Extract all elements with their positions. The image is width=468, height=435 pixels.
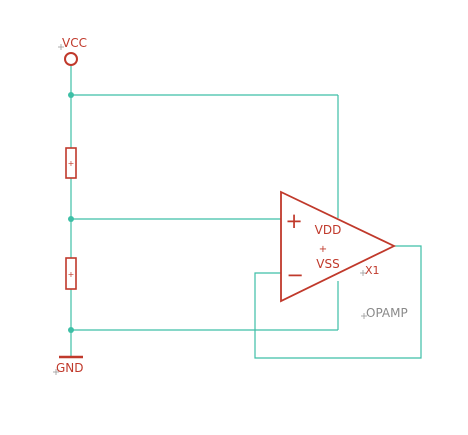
vcc-symbol: VCC bbox=[58, 36, 87, 66]
wire-feedback-loop bbox=[254, 245, 422, 359]
origin-mark bbox=[58, 44, 64, 50]
junction-dot bbox=[68, 327, 74, 333]
resistor-bottom-mark: + bbox=[68, 270, 75, 279]
gnd-symbol: GND bbox=[53, 355, 84, 375]
resistor-top-mark: + bbox=[68, 159, 75, 168]
wires bbox=[70, 65, 422, 359]
opamp-minus-sign: − bbox=[286, 263, 304, 287]
origin-mark bbox=[361, 313, 367, 319]
gnd-label: GND bbox=[56, 361, 84, 375]
opamp-center-plus: + bbox=[319, 244, 327, 255]
junctions bbox=[68, 92, 74, 333]
resistor-bottom-body bbox=[65, 257, 77, 290]
opamp: + − VDD + VSS X1 OPAMP bbox=[280, 190, 408, 320]
resistor-top: + bbox=[65, 147, 77, 179]
opamp-plus-sign: + bbox=[285, 209, 303, 233]
opamp-triangle bbox=[280, 190, 397, 303]
junction-dot bbox=[68, 92, 74, 98]
opamp-value-label: OPAMP bbox=[366, 306, 408, 320]
origin-mark bbox=[53, 369, 59, 375]
vcc-terminal-circle bbox=[64, 52, 78, 66]
junction-dot bbox=[68, 216, 74, 222]
opamp-vdd-label: VDD bbox=[315, 223, 342, 237]
resistor-top-body bbox=[65, 147, 77, 179]
opamp-vss-label: VSS bbox=[316, 257, 339, 271]
origin-mark bbox=[360, 270, 366, 276]
opamp-name-label: X1 bbox=[365, 264, 380, 277]
resistor-bottom: + bbox=[65, 257, 77, 290]
vcc-label: VCC bbox=[62, 36, 87, 50]
